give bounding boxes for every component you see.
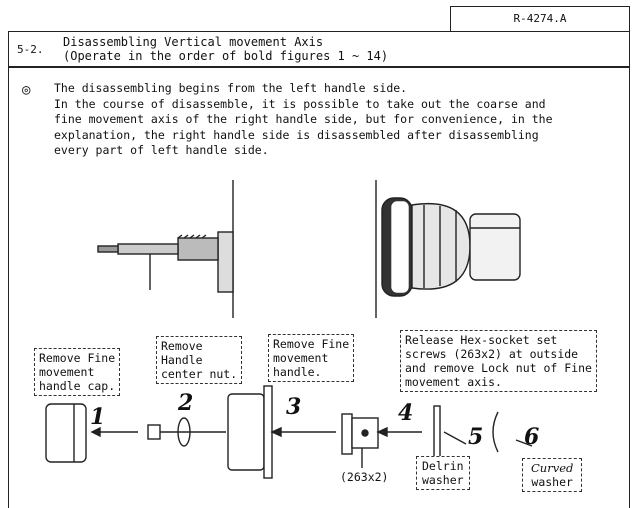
section-title: Disassembling Vertical movement Axis (Op… bbox=[63, 35, 388, 63]
left-shaft-assembly bbox=[97, 180, 234, 318]
callout-line: Remove Fine bbox=[39, 351, 116, 365]
step-number: 6 bbox=[524, 424, 540, 450]
intro-line: explanation, the right handle side is di… bbox=[54, 127, 539, 142]
callout-line: Handle bbox=[161, 353, 203, 367]
section-number: 5-2. bbox=[17, 43, 44, 56]
callout-remove-cap: Remove Fine movement handle cap. bbox=[34, 348, 121, 396]
step-number: 2 bbox=[178, 390, 194, 416]
callout-line: Remove bbox=[161, 339, 203, 353]
screw-quantity-label: (263x2) bbox=[340, 470, 389, 484]
bullet-icon: ◎ bbox=[22, 82, 31, 98]
center-nut-part bbox=[147, 417, 226, 447]
section-title-box: 5-2. Disassembling Vertical movement Axi… bbox=[8, 31, 630, 67]
step-number: 4 bbox=[398, 400, 414, 426]
callout-line: handle cap. bbox=[39, 379, 116, 393]
step-number: 1 bbox=[90, 404, 106, 430]
callout-line: handle. bbox=[273, 365, 322, 379]
callout-line: center nut. bbox=[161, 367, 238, 381]
intro-line: The disassembling begins from the left h… bbox=[54, 81, 408, 95]
lock-nut-part bbox=[341, 413, 422, 468]
torque-label: TORQUE bbox=[395, 214, 405, 256]
callout-line: movement bbox=[39, 365, 95, 379]
intro-line: In the course of disassemble, it is poss… bbox=[54, 96, 546, 111]
content-box bbox=[8, 67, 630, 508]
callout-delrin-washer: Delrin washer bbox=[416, 456, 470, 490]
callout-line: Curved bbox=[531, 461, 574, 475]
curved-washer-part bbox=[492, 411, 533, 453]
intro-line: fine movement axis of the right handle s… bbox=[54, 112, 553, 126]
callout-line: washer bbox=[531, 475, 573, 489]
callout-remove-handle: Remove Fine movement handle. bbox=[268, 334, 355, 382]
intro-paragraph: The disassembling begins from the left h… bbox=[54, 81, 553, 159]
handle-cap-part bbox=[45, 403, 87, 463]
callout-line: movement bbox=[273, 351, 329, 365]
section-title-line2: (Operate in the order of bold figures 1 … bbox=[63, 49, 389, 63]
intro-line: every part of left handle side. bbox=[54, 143, 269, 157]
callout-line: Delrin bbox=[422, 459, 464, 473]
step-number: 5 bbox=[468, 424, 484, 450]
step-number: 3 bbox=[286, 394, 302, 420]
callout-line: movement axis. bbox=[405, 375, 502, 389]
arrow-head bbox=[90, 426, 101, 438]
callout-curved-washer: Curved washer bbox=[522, 458, 583, 492]
fine-handle-part bbox=[227, 385, 336, 479]
callout-release-screws: Release Hex-socket set screws (263x2) at… bbox=[400, 330, 597, 392]
callout-line: screws (263x2) at outside bbox=[405, 347, 579, 361]
section-title-line1: Disassembling Vertical movement Axis bbox=[63, 35, 324, 49]
torque-knob bbox=[375, 180, 521, 318]
callout-line: Remove Fine bbox=[273, 337, 350, 351]
callout-line: washer bbox=[422, 473, 464, 487]
callout-line: Release Hex-socket set bbox=[405, 333, 558, 347]
callout-remove-nut: Remove Handle center nut. bbox=[156, 336, 243, 384]
callout-line: and remove Lock nut of Fine bbox=[405, 361, 592, 375]
